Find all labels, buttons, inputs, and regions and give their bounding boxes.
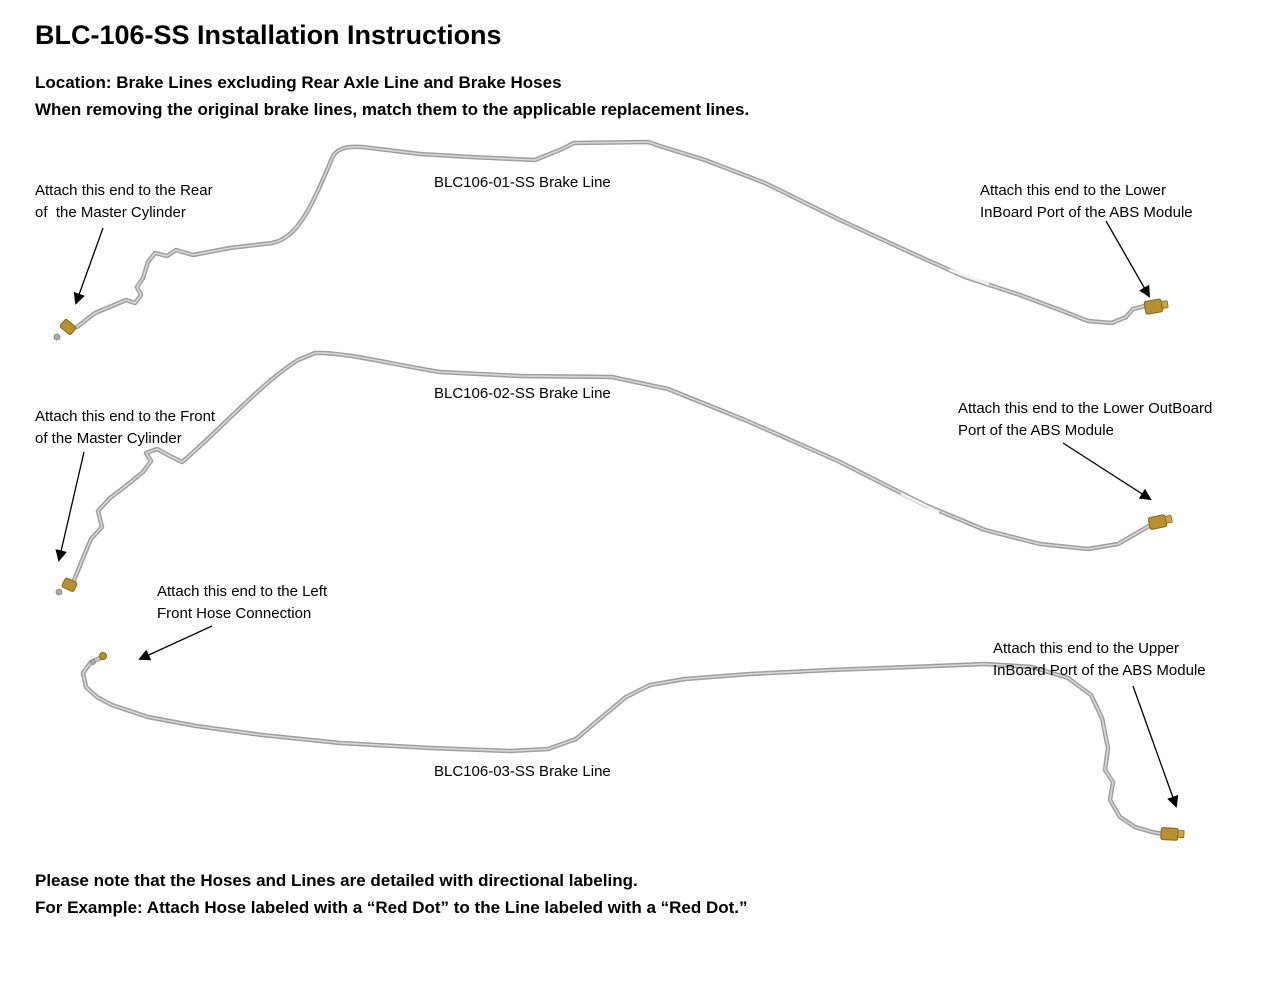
brake-line-2 (55, 350, 1173, 596)
line3-label: BLC106-03-SS Brake Line (434, 763, 611, 780)
brake-line-1-highlight (76, 141, 1146, 328)
line2-label: BLC106-02-SS Brake Line (434, 385, 611, 402)
arrow-line1-right (1105, 220, 1150, 298)
line1-label: BLC106-01-SS Brake Line (434, 174, 611, 191)
brake-line-2-highlight (72, 352, 1150, 584)
note-line-2: For Example: Attach Hose labeled with a … (35, 898, 748, 917)
line3-right-annotation: Attach this end to the Upper InBoard Por… (993, 640, 1206, 679)
brake-line-2-reflection (900, 492, 940, 514)
arrow-line1-left (73, 227, 104, 305)
line3-left-annotation: Attach this end to the Left Front Hose C… (157, 583, 328, 622)
page-title: BLC-106-SS Installation Instructions (35, 20, 502, 50)
line2-right-annotation: Attach this end to the Lower OutBoard Po… (958, 400, 1213, 439)
brake-line-1-right-fitting (1143, 298, 1169, 315)
brake-line-2-left-tip (55, 588, 63, 596)
note-line-1: Please note that the Hoses and Lines are… (35, 871, 638, 890)
brake-line-3-right-fitting (1160, 827, 1185, 841)
brake-line-2-left-fitting (61, 577, 78, 592)
line1-left-annotation: Attach this end to the Rear of the Maste… (35, 182, 213, 221)
brake-line-2-tube (70, 350, 1152, 586)
location-line: Location: Brake Lines excluding Rear Axl… (35, 73, 562, 92)
instruction-line: When removing the original brake lines, … (35, 100, 750, 119)
brake-line-3-highlight (82, 656, 1164, 835)
brake-line-3 (80, 652, 1185, 841)
arrow-line3-right (1132, 685, 1179, 808)
brake-line-1-left-tip (53, 333, 61, 341)
brake-line-2-right-fitting (1147, 514, 1173, 530)
brake-line-1-tube (74, 139, 1148, 330)
line2-left-annotation: Attach this end to the Front of the Mast… (35, 408, 216, 447)
brake-line-1-left-fitting (59, 318, 77, 336)
brake-line-3-tube (80, 654, 1166, 837)
arrow-line3-left (138, 625, 213, 661)
brake-line-1-reflection (948, 268, 990, 286)
brake-line-1 (53, 139, 1169, 341)
arrow-line2-right (1062, 442, 1152, 501)
line1-right-annotation: Attach this end to the Lower InBoard Por… (980, 182, 1193, 221)
arrow-line2-left (55, 451, 85, 562)
brake-line-3-left-tip (90, 659, 96, 665)
brake-line-3-left-fitting (99, 652, 107, 660)
